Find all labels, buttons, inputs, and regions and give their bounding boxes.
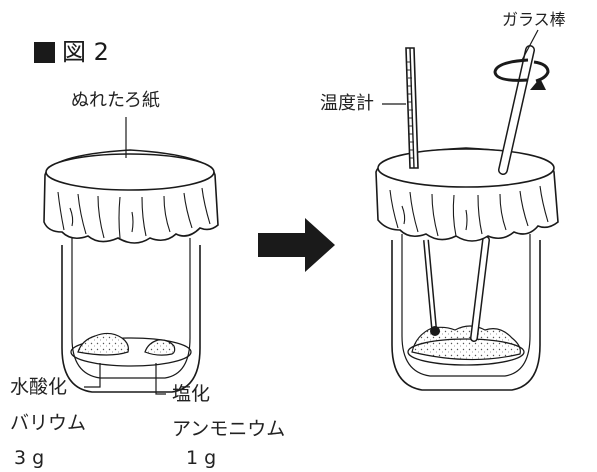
label-ammonium-line2: アンモニウム	[172, 418, 286, 440]
right-arrow	[258, 218, 335, 272]
ammonium-chloride-powder	[144, 339, 176, 356]
reaction-mixture	[407, 325, 525, 366]
label-barium-line1: 水酸化	[10, 376, 68, 398]
label-wet-filter-paper: ぬれたろ紙	[71, 90, 160, 111]
left-wet-filter-paper	[43, 149, 219, 244]
right-wet-filter-paper	[375, 147, 559, 242]
glass-rod-icon	[498, 45, 535, 175]
label-ammonium-amount: 1 g	[186, 447, 217, 469]
rotation-arrow-icon	[493, 58, 550, 90]
thermometer-lower	[423, 239, 440, 336]
leader-lines	[84, 29, 539, 395]
right-beaker	[391, 234, 541, 391]
thermometer-icon	[405, 47, 419, 169]
label-ammonium-line1: 塩化	[172, 383, 211, 405]
glass-rod-lower	[470, 236, 490, 342]
left-beaker	[61, 238, 201, 393]
label-barium-amount: 3 g	[14, 447, 45, 469]
barium-hydroxide-powder	[77, 332, 129, 356]
label-glass-rod: ガラス棒	[502, 10, 566, 29]
label-barium-line2: バリウム	[10, 412, 87, 434]
title-square-mark	[34, 42, 55, 63]
figure-title: 図 2	[62, 38, 109, 66]
label-thermometer: 温度計	[320, 93, 374, 114]
